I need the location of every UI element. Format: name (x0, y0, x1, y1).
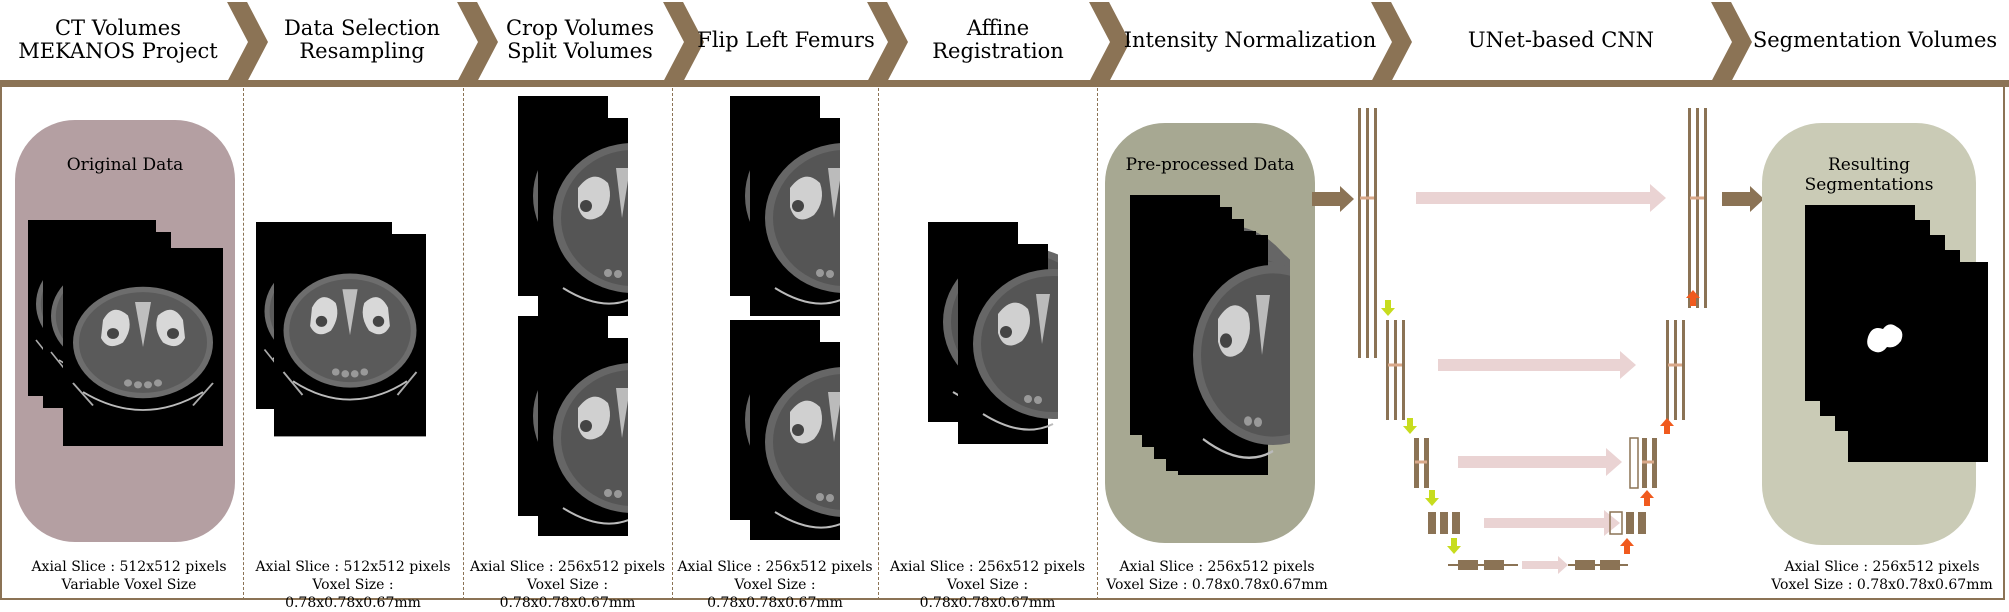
caption-line: Voxel Size : 0.78x0.78x0.67mm (919, 577, 1056, 611)
caption-line: Axial Slice : 256x512 pixels (677, 559, 873, 575)
step-label: UNet-based CNN (1467, 27, 1655, 52)
chevron-1 (226, 0, 268, 84)
caption-selection: Axial Slice : 512x512 pixels Voxel Size … (243, 558, 463, 612)
ct-stack-crop-bottom (518, 316, 628, 536)
caption-results: Axial Slice : 256x512 pixels Voxel Size … (1762, 558, 2002, 594)
caption-line: Axial Slice : 256x512 pixels (889, 559, 1086, 575)
unet-encoder-block-1 (1358, 108, 1377, 358)
caption-line: Voxel Size : 0.78x0.78x0.67mm (707, 577, 843, 611)
caption-crop: Axial Slice : 256x512 pixels Voxel Size … (463, 558, 672, 612)
caption-affine: Axial Slice : 256x512 pixels Voxel Size … (878, 558, 1097, 612)
ct-stack-flip-top (730, 96, 840, 316)
caption-line: Voxel Size : 0.78x0.78x0.67mm (1771, 577, 1993, 593)
divider (243, 88, 244, 600)
caption-preprocessed: Axial Slice : 256x512 pixels Voxel Size … (1097, 558, 1337, 594)
bottleneck-arrow (1522, 556, 1568, 574)
caption-original: Axial Slice : 512x512 pixels Variable Vo… (15, 558, 243, 594)
step-segmentation-volumes: Segmentation Volumes (1744, 0, 2006, 80)
ct-stack-flip-bottom (730, 320, 840, 540)
caption-line: Voxel Size : 0.78x0.78x0.67mm (499, 577, 636, 611)
up-arrow-4 (1620, 538, 1634, 554)
panel-title: Original Data (66, 155, 184, 175)
step-sublabel: MEKANOS Project (18, 39, 218, 63)
up-arrow-1 (1686, 290, 1700, 306)
unet-diagram (1358, 108, 1707, 574)
caption-line: Voxel Size : 0.78x0.78x0.67mm (1106, 577, 1328, 593)
up-arrow-3 (1640, 490, 1654, 506)
step-sublabel: Split Volumes (507, 39, 653, 63)
unet-decoder-block-1 (1688, 108, 1707, 308)
step-sublabel: Resampling (299, 39, 425, 63)
caption-line: Axial Slice : 256x512 pixels (469, 559, 666, 575)
caption-line: Axial Slice : 256x512 pixels (1784, 559, 1980, 575)
panel-title: Resulting Segmentations (1804, 155, 1934, 195)
divider (878, 88, 879, 600)
step-label: Data Selection (283, 16, 441, 40)
step-affine-registration: Affine Registration (900, 0, 1096, 80)
segmentation-slice (1848, 262, 1988, 462)
skip-arrow-4 (1484, 510, 1620, 536)
step-label: Crop Volumes (505, 16, 655, 40)
caption-line: Voxel Size : 0.78x0.78x0.67mm (285, 577, 421, 611)
ct-stack-crop-top (518, 96, 628, 316)
skip-arrow-2 (1438, 351, 1636, 379)
chevron-4 (866, 0, 908, 84)
content-frame (0, 84, 2005, 600)
down-arrow-1 (1381, 300, 1395, 316)
panel-title: Pre-processed Data (1125, 155, 1295, 175)
step-intensity-normalization: Intensity Normalization (1122, 0, 1378, 80)
skip-arrow-1 (1416, 184, 1666, 212)
step-unet-cnn: UNet-based CNN (1404, 0, 1718, 80)
step-label: Segmentation Volumes (1752, 27, 1998, 52)
ct-stack-selected (256, 222, 427, 438)
up-arrow-2 (1660, 418, 1674, 434)
ct-stack-affine (928, 222, 1058, 445)
caption-line: Axial Slice : 256x512 pixels (1119, 559, 1315, 575)
step-label: Intensity Normalization (1123, 27, 1377, 52)
step-label: Affine Registration (932, 16, 1064, 63)
down-arrow-2 (1403, 418, 1417, 434)
segmentation-mask (1867, 324, 1903, 353)
step-label: Flip Left Femurs (697, 27, 875, 52)
divider (463, 88, 464, 600)
chevron-5 (1088, 0, 1130, 84)
caption-line: Axial Slice : 512x512 pixels (255, 559, 451, 575)
caption-line: Axial Slice : 512x512 pixels (31, 559, 227, 575)
ct-stack-preprocessed (1130, 195, 1290, 475)
caption-line: Variable Voxel Size (61, 577, 197, 593)
caption-flip: Axial Slice : 256x512 pixels Voxel Size … (672, 558, 878, 612)
input-arrow (1312, 186, 1354, 212)
down-arrow-3 (1425, 490, 1439, 506)
skip-arrow-3 (1458, 448, 1622, 476)
step-label: CT Volumes (54, 16, 181, 40)
chevron-6 (1370, 0, 1412, 84)
down-arrow-4 (1447, 538, 1461, 554)
output-arrow (1722, 186, 1764, 212)
chevron-3 (662, 0, 704, 84)
ct-stack-original (28, 220, 224, 447)
divider (672, 88, 673, 600)
step-flip-femurs: Flip Left Femurs (696, 0, 876, 80)
divider (1097, 88, 1098, 600)
chevron-7 (1710, 0, 1752, 84)
chevron-2 (456, 0, 498, 84)
